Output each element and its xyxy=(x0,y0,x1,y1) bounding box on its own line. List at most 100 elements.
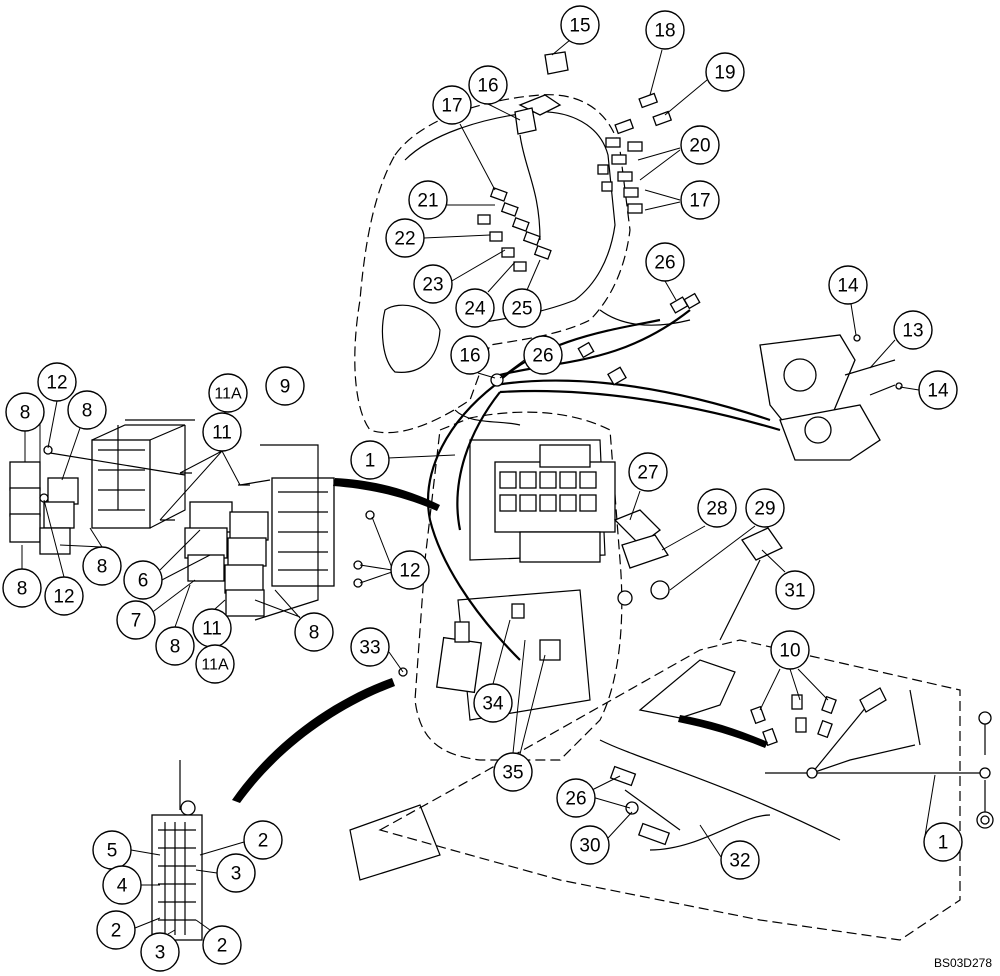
callout-label: 26 xyxy=(654,253,675,274)
callout-23: 23 xyxy=(413,264,453,304)
callout-4: 4 xyxy=(102,865,142,905)
callout-label: 8 xyxy=(17,579,28,600)
callout-25: 25 xyxy=(502,288,542,328)
callout-11a: 11A xyxy=(195,644,235,684)
callout-7: 7 xyxy=(116,600,156,640)
callout-label: 8 xyxy=(82,401,93,422)
device-31 xyxy=(719,527,783,641)
callout-12: 12 xyxy=(44,576,84,616)
callout-label: 32 xyxy=(729,851,750,872)
callout-16: 16 xyxy=(468,65,508,105)
callout-35: 35 xyxy=(493,752,533,792)
callout-label: 2 xyxy=(258,831,269,852)
callout-label: 8 xyxy=(170,637,181,658)
callout-12: 12 xyxy=(37,362,77,402)
callout-11a: 11A xyxy=(208,373,248,413)
callout-label: 22 xyxy=(394,229,415,250)
callout-19: 19 xyxy=(705,52,745,92)
callout-34: 34 xyxy=(473,683,513,723)
switch-bank-right xyxy=(597,137,643,214)
callout-1: 1 xyxy=(350,440,390,480)
callout-3: 3 xyxy=(216,853,256,893)
callout-21: 21 xyxy=(408,180,448,220)
callout-label: 25 xyxy=(511,299,532,320)
callout-label: 17 xyxy=(689,191,710,212)
callout-label: 11 xyxy=(212,423,232,444)
callout-22: 22 xyxy=(385,218,425,258)
arrow-module-to-fuse-block xyxy=(232,678,395,803)
callout-label: 5 xyxy=(107,841,118,862)
callout-label: 28 xyxy=(706,499,727,520)
callout-15: 15 xyxy=(560,5,600,45)
callout-label: 8 xyxy=(20,403,31,424)
callout-32: 32 xyxy=(720,840,760,880)
callout-17: 17 xyxy=(432,85,472,125)
callout-8: 8 xyxy=(82,546,122,586)
callout-label: 34 xyxy=(482,694,504,715)
callout-label: 12 xyxy=(46,373,67,394)
callout-label: 11 xyxy=(202,619,222,640)
callout-26: 26 xyxy=(645,242,685,282)
callout-6: 6 xyxy=(123,560,163,600)
callout-10: 10 xyxy=(770,630,810,670)
figure-reference-code: BS03D278 xyxy=(933,956,992,970)
callout-label: 33 xyxy=(359,638,380,659)
callout-label: 18 xyxy=(654,21,675,42)
steering-column-housing xyxy=(398,411,670,761)
callout-2: 2 xyxy=(96,910,136,950)
callout-label: 20 xyxy=(689,136,710,157)
fuse-relay-center xyxy=(494,444,616,563)
callout-13: 13 xyxy=(893,310,933,350)
callout-label: 17 xyxy=(441,96,462,117)
arrow-floor-to-harness xyxy=(678,715,768,748)
callout-14: 14 xyxy=(828,265,868,305)
callout-8: 8 xyxy=(155,626,195,666)
callout-label: 26 xyxy=(565,789,586,810)
callout-label: 14 xyxy=(837,276,859,297)
callout-label: 2 xyxy=(217,936,228,957)
callout-label: 7 xyxy=(131,611,142,632)
callout-29: 29 xyxy=(745,488,785,528)
callout-label: 3 xyxy=(231,864,242,885)
callout-5: 5 xyxy=(92,830,132,870)
callout-20: 20 xyxy=(680,125,720,165)
callout-label: 16 xyxy=(459,346,480,367)
callout-8: 8 xyxy=(2,568,42,608)
callout-8: 8 xyxy=(67,390,107,430)
callout-label: 4 xyxy=(117,876,128,897)
callout-label: 2 xyxy=(111,921,122,942)
callout-label: 31 xyxy=(784,581,805,602)
callout-label: 24 xyxy=(464,299,486,320)
callout-26: 26 xyxy=(556,778,596,818)
callout-label: 8 xyxy=(97,557,108,578)
callout-label: 8 xyxy=(309,623,320,644)
leader-lines xyxy=(21,39,936,935)
callout-label: 1 xyxy=(938,833,949,854)
callout-label: 12 xyxy=(53,587,74,608)
callout-label: 12 xyxy=(399,561,420,582)
callout-label: 35 xyxy=(502,763,523,784)
callout-12: 12 xyxy=(390,550,430,590)
callout-label: 29 xyxy=(754,499,775,520)
callout-label: 6 xyxy=(138,571,149,592)
callout-17: 17 xyxy=(680,180,720,220)
column-switch-assembly xyxy=(759,334,903,461)
callout-label: 3 xyxy=(155,943,166,964)
callout-1: 1 xyxy=(923,822,963,862)
callout-label: 23 xyxy=(422,275,443,296)
callout-label: 11A xyxy=(214,386,242,403)
callout-label: 10 xyxy=(779,641,800,662)
callout-label: 13 xyxy=(902,321,923,342)
callout-2: 2 xyxy=(202,925,242,965)
callout-label: 16 xyxy=(477,76,498,97)
callout-label: 30 xyxy=(579,836,600,857)
callout-label: 11A xyxy=(201,657,229,674)
relay-panel-exploded xyxy=(9,419,375,621)
harness-inset-right xyxy=(750,687,994,829)
callout-label: 26 xyxy=(532,346,553,367)
callout-30: 30 xyxy=(570,825,610,865)
callout-label: 15 xyxy=(569,16,590,37)
callout-27: 27 xyxy=(628,452,668,492)
callout-33: 33 xyxy=(350,627,390,667)
